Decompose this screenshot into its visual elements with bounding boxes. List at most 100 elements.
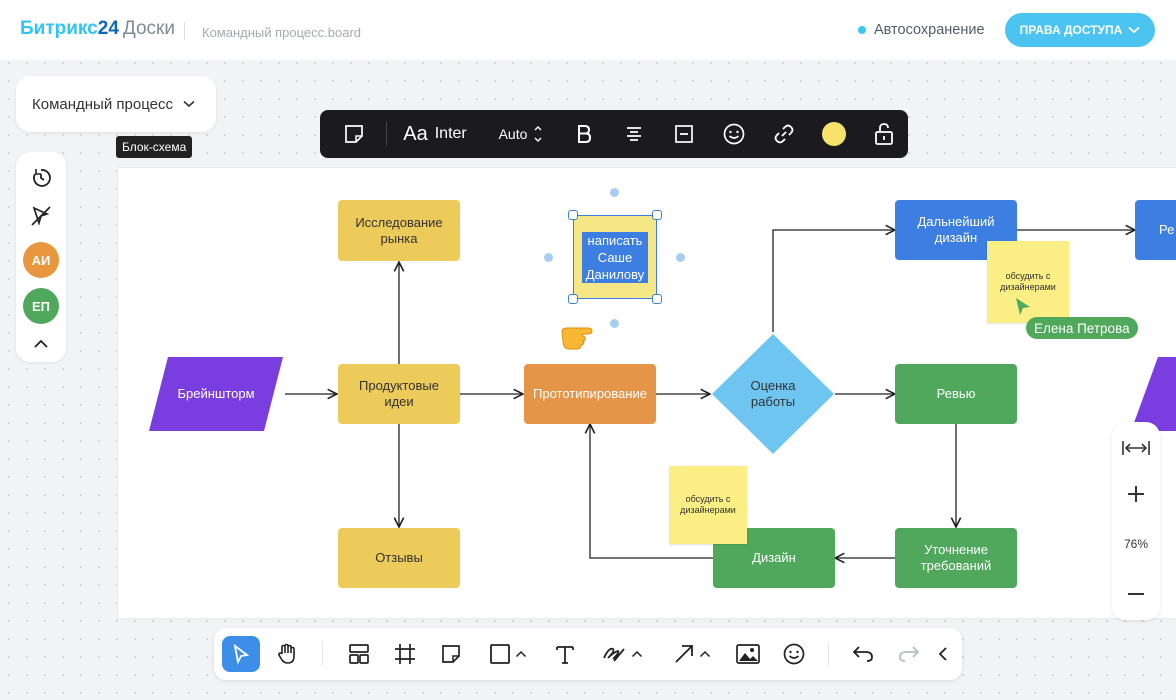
connector-tool[interactable] (666, 636, 718, 672)
chevron-down-icon (183, 100, 195, 108)
text-tool[interactable] (546, 636, 584, 672)
node-shape-diamond-evaluation (712, 334, 834, 454)
resize-handle-bl[interactable] (568, 294, 578, 304)
vertical-align-icon (675, 125, 693, 143)
node-evaluation[interactable]: Оценка работы (750, 378, 796, 409)
node-brainstorm[interactable]: Брейншторм (177, 386, 255, 401)
history-button[interactable] (23, 160, 59, 196)
fit-to-screen-button[interactable] (1112, 430, 1160, 466)
color-picker-button[interactable] (816, 110, 852, 158)
pointing-hand-icon (561, 327, 593, 350)
avatar-ai[interactable]: АИ (23, 242, 59, 278)
lock-button[interactable] (866, 110, 902, 158)
pen-tool[interactable] (594, 636, 650, 672)
node-review[interactable]: Ревью (895, 364, 1017, 424)
sticky-note-designers[interactable]: обсудить с дизайнерами (987, 241, 1069, 323)
bold-icon (578, 125, 592, 143)
header-divider (184, 22, 185, 40)
color-swatch (822, 122, 846, 146)
sticky-style-button[interactable] (336, 110, 372, 158)
collapse-panel-button[interactable] (23, 326, 59, 362)
logo-brand: Битрикс (20, 18, 98, 39)
chevron-up-icon (699, 650, 711, 658)
access-rights-button[interactable]: ПРАВА ДОСТУПА (1005, 13, 1155, 47)
logo-number: 24 (97, 18, 119, 39)
node-prototyping[interactable]: Прототипирование (524, 364, 656, 424)
remote-cursor-icon (1016, 298, 1030, 315)
board-canvas[interactable]: Брейншторм Исследование рынка Продуктовы… (118, 168, 1176, 618)
font-family-label: Inter (434, 125, 467, 142)
zoom-in-button[interactable] (1112, 476, 1160, 512)
hand-icon (278, 643, 295, 664)
rotate-handle-top[interactable] (610, 188, 619, 197)
connect-handle-right[interactable] (676, 253, 685, 262)
zoom-out-button[interactable] (1112, 576, 1160, 612)
link-button[interactable] (766, 110, 802, 158)
node-research[interactable]: Исследование рынка (338, 200, 460, 261)
flow-connectors (149, 168, 1176, 618)
board-selector[interactable]: Командный процесс (16, 76, 216, 132)
font-size-label: Auto (498, 126, 528, 142)
selected-sticky-text[interactable]: написать Саше Данилову (582, 231, 648, 283)
smiley-icon (723, 123, 745, 145)
node-shape-brainstorm (149, 357, 283, 431)
node-reviews[interactable]: Отзывы (338, 528, 460, 588)
node-partial-right[interactable]: Ре (1135, 200, 1176, 260)
chevron-up-icon (34, 339, 48, 348)
toolbar-divider (386, 122, 387, 146)
toolbar-divider (828, 642, 829, 666)
history-icon (33, 169, 51, 187)
square-icon (490, 644, 510, 664)
emoji-tool[interactable] (774, 636, 814, 672)
emoji-button[interactable] (716, 110, 752, 158)
align-center-icon (627, 127, 641, 141)
collapse-toolbar-button[interactable] (932, 636, 954, 672)
link-icon (774, 124, 794, 144)
autosave-status: Автосохранение (858, 22, 985, 38)
selected-sticky-note[interactable]: написать Саше Данилову (573, 215, 657, 299)
node-further-design[interactable]: Дальнейший дизайн (895, 200, 1017, 260)
chevron-down-icon (1128, 26, 1140, 34)
frame-tool[interactable] (386, 636, 424, 672)
node-design[interactable]: Дизайн (713, 528, 835, 588)
tooltip-flowchart: Блок-схема (116, 136, 193, 158)
pen-scribble-icon (603, 647, 625, 662)
templates-icon (349, 644, 369, 664)
resize-handle-tr[interactable] (652, 210, 662, 220)
hide-cursors-button[interactable] (23, 198, 59, 234)
autosave-label: Автосохранение (874, 22, 985, 38)
text-format-toolbar: Aa Inter Auto (320, 110, 908, 158)
redo-icon (899, 646, 920, 662)
node-product-ideas[interactable]: Продуктовые идеи (338, 364, 460, 424)
zoom-panel: 76% (1112, 422, 1160, 620)
connect-handle-bottom[interactable] (610, 319, 619, 328)
redo-button[interactable] (890, 636, 928, 672)
undo-button[interactable] (844, 636, 882, 672)
node-refinement[interactable]: Уточнение требований (895, 528, 1017, 588)
connect-handle-left[interactable] (544, 253, 553, 262)
text-align-button[interactable] (616, 110, 652, 158)
sticky-note-designers-2[interactable]: обсудить с дизайнерами (669, 466, 747, 544)
select-tool[interactable] (222, 636, 260, 672)
resize-handle-br[interactable] (652, 294, 662, 304)
left-side-panel: АИ ЕП (16, 152, 66, 362)
bold-button[interactable] (566, 110, 602, 158)
font-family-select[interactable]: Aa Inter (398, 110, 472, 158)
templates-tool[interactable] (340, 636, 378, 672)
hand-tool[interactable] (268, 636, 306, 672)
shape-tool[interactable] (482, 636, 534, 672)
image-tool[interactable] (728, 636, 768, 672)
vertical-align-button[interactable] (666, 110, 702, 158)
zoom-level: 76% (1123, 537, 1149, 551)
arrow-diagonal-icon (675, 645, 693, 663)
resize-handle-tl[interactable] (568, 210, 578, 220)
sticky-note-tool[interactable] (432, 636, 470, 672)
avatar-ep[interactable]: ЕП (23, 288, 59, 324)
text-icon (556, 646, 574, 664)
smiley-icon (783, 643, 805, 665)
font-size-select[interactable]: Auto (490, 110, 552, 158)
edge-evaluation-further-design (772, 230, 895, 332)
chevron-left-icon (938, 647, 947, 661)
